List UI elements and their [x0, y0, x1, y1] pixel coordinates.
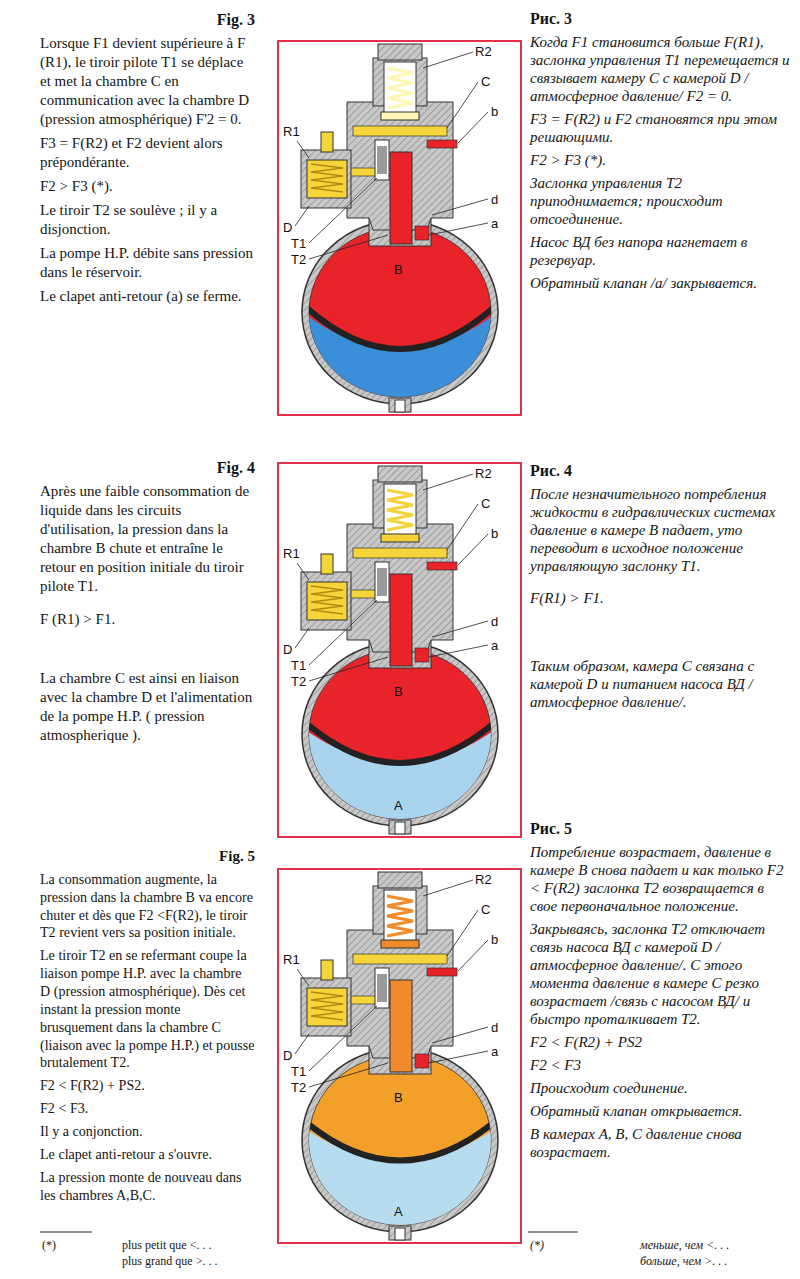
part-label: T2 [291, 1080, 306, 1095]
part-label: D [283, 220, 292, 235]
part-label: d [491, 1020, 498, 1035]
figure-frame: R2CbR1DT1T2 daB [277, 40, 522, 416]
paragraph: Le tiroir T2 en se refermant coupe la li… [40, 947, 255, 1072]
figure-heading: Рис. 4 [530, 462, 792, 480]
part-label: T2 [291, 252, 306, 267]
figure-heading: Fig. 3 [40, 10, 255, 29]
part-label: A [394, 798, 403, 813]
paragraph: F2 < F(R2) + PS2. [40, 1077, 255, 1095]
footnote: меньше, чем <. . . [640, 1238, 729, 1252]
figure-frame: R2CbR1DT1T2 daB A [277, 462, 522, 838]
part-label: T2 [291, 674, 306, 689]
figure-heading: Fig. 5 [40, 848, 255, 866]
footnote: (*) [530, 1238, 544, 1252]
paragraph: F2 > F3 (*). [40, 177, 255, 196]
paragraph: F3 = F(R2) et F2 devient alors prépondér… [40, 134, 255, 172]
text-column: Fig. 4 Après une faible consommation de l… [40, 458, 255, 745]
membrane [297, 308, 503, 420]
text-column: Рис. 4 После незначительного потребления … [530, 462, 792, 711]
paragraph: Закрываясь, заслонка T2 отключает связь … [530, 920, 792, 1028]
text-column: Рис. 5 Потребление возрастает, давление в… [530, 820, 792, 1161]
part-label: R1 [283, 124, 300, 139]
footnote: (*) [42, 1238, 56, 1252]
part-label: T1 [291, 236, 306, 251]
part-label: R1 [283, 952, 300, 967]
part-label: b [491, 526, 498, 541]
part-label: b [491, 104, 498, 119]
paragraph: La consommation augmente, la pression da… [40, 871, 255, 942]
paragraph: Lorsque F1 devient supérieure à F (R1), … [40, 34, 255, 129]
part-label: R1 [283, 546, 300, 561]
footnote: plus grand que >. . . [122, 1254, 217, 1268]
part-label: C [481, 74, 490, 89]
paragraph: F2 > F3 (*). [530, 151, 792, 169]
footnote-rule [528, 1232, 578, 1233]
paragraph: F3 = F(R2) и F2 становятся при этом реша… [530, 110, 792, 146]
part-label: a [491, 216, 498, 231]
membrane [297, 1123, 503, 1248]
part-label: B [394, 262, 403, 277]
paragraph: В камерах A, B, C давление снова возраст… [530, 1125, 792, 1161]
part-label: B [394, 1090, 403, 1105]
part-label: A [394, 1204, 403, 1219]
paragraph: Il y a conjonction. [40, 1123, 255, 1141]
paragraph: La pression monte de nouveau dans les ch… [40, 1169, 255, 1205]
paragraph: F2 < F(R2) + PS2 [530, 1033, 792, 1051]
paragraph: Таким образом, камера C связана с камеро… [530, 657, 792, 711]
paragraph: Когда F1 становится больше F(R1), заслон… [530, 33, 792, 105]
figure-heading: Fig. 4 [40, 458, 255, 477]
paragraph: Происходит соединение. [530, 1079, 792, 1097]
part-label: T1 [291, 658, 306, 673]
paragraph: F2 < F3 [530, 1056, 792, 1074]
part-label: R2 [475, 466, 492, 481]
part-label: R2 [475, 44, 492, 59]
part-label: B [394, 684, 403, 699]
figure-heading: Рис. 3 [530, 10, 792, 28]
part-label: T1 [291, 1064, 306, 1079]
paragraph: Насос ВД без напора нагнетает в резервуа… [530, 233, 792, 269]
text-column: Fig. 5 La consommation augmente, la press… [40, 848, 255, 1204]
part-label: b [491, 932, 498, 947]
paragraph: La chambre C est ainsi en liaison avec l… [40, 669, 255, 745]
footnote: больше, чем >. . . [640, 1254, 727, 1268]
membrane [297, 724, 503, 842]
paragraph: Заслонка управления T2 приподнимается; п… [530, 174, 792, 228]
paragraph: La pompe H.P. débite sans pression dans … [40, 244, 255, 282]
part-label: C [481, 496, 490, 511]
paragraph: Le clapet anti-retour (a) se ferme. [40, 287, 255, 306]
part-label: a [491, 638, 498, 653]
part-label: d [491, 614, 498, 629]
figure-heading: Рис. 5 [530, 820, 792, 838]
part-label: C [481, 902, 490, 917]
paragraph: Потребление возрастает, давление в камер… [530, 843, 792, 915]
paragraph: После незначительного потребления жидкос… [530, 485, 792, 575]
footnote: plus petit que <. . . [122, 1238, 211, 1252]
part-label: D [283, 1048, 292, 1063]
paragraph: Après une faible consommation de liquide… [40, 482, 255, 596]
part-label: a [491, 1044, 498, 1059]
figure-frame: R2CbR1DT1T2 daB A [277, 868, 522, 1244]
part-label: D [283, 642, 292, 657]
paragraph: Le clapet anti-retour a s'ouvre. [40, 1146, 255, 1164]
text-column: Рис. 3 Когда F1 становится больше F(R1), … [530, 10, 792, 292]
text-column: Fig. 3 Lorsque F1 devient supérieure à F … [40, 10, 255, 306]
paragraph: F2 < F3. [40, 1100, 255, 1118]
part-label: d [491, 192, 498, 207]
footnote-rule [40, 1232, 92, 1233]
paragraph: Обратный клапан /a/ закрывается. [530, 274, 792, 292]
paragraph: Le tiroir T2 se soulève ; il y a disjonc… [40, 201, 255, 239]
paragraph: Обратный клапан открывается. [530, 1102, 792, 1120]
paragraph: F(R1) > F1. [530, 589, 792, 607]
paragraph: F (R1) > F1. [40, 610, 255, 629]
part-label: R2 [475, 872, 492, 887]
